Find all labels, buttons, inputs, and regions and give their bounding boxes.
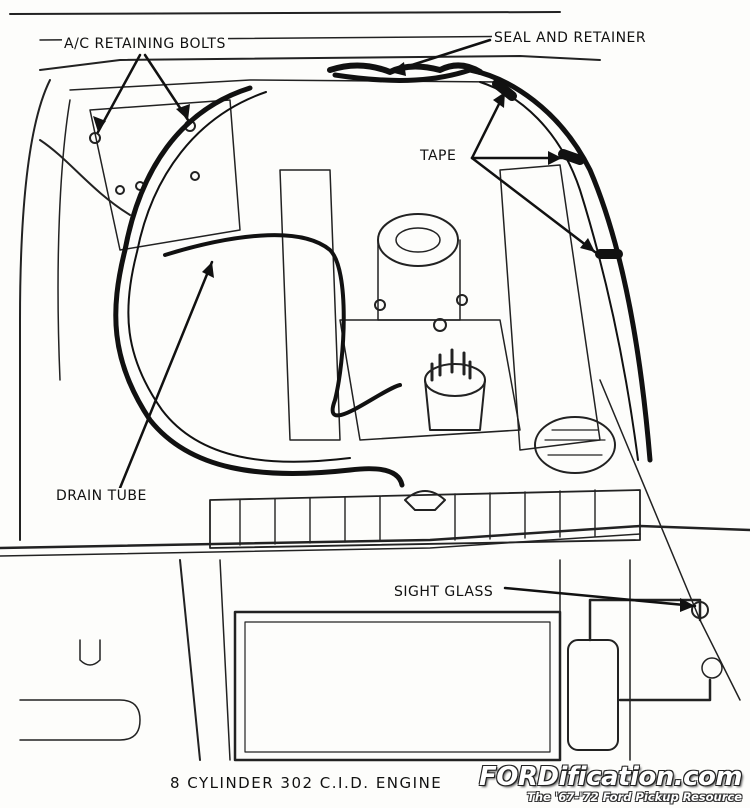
seal-retainer-hose — [332, 67, 653, 463]
front-left-panel — [179, 559, 201, 761]
retaining-bolt-left — [89, 132, 101, 144]
intake-manifold — [339, 319, 521, 441]
label-ac-retaining-bolts: A/C RETAINING BOLTS — [62, 36, 228, 52]
leader-seal — [388, 38, 492, 74]
radiator-support-bottom — [0, 533, 641, 557]
cowl-line — [9, 11, 561, 15]
leader-ac-bolts-left — [96, 53, 142, 134]
left-latch — [79, 639, 101, 666]
carb-bolt — [456, 294, 468, 306]
spark-post — [430, 348, 472, 382]
firewall-top-edge — [39, 55, 601, 71]
arrowhead — [680, 598, 695, 612]
carb-bolt — [433, 318, 447, 332]
tape-wrap — [558, 149, 585, 165]
drain-tube-hose — [163, 233, 402, 418]
distributor-body — [424, 379, 486, 431]
seal-retainer-hose-inner — [479, 81, 639, 461]
label-tape: TAPE — [418, 148, 459, 164]
front-left-edge — [219, 559, 231, 761]
arrowhead — [390, 62, 406, 76]
right-fender-line — [599, 379, 741, 701]
left-handle — [19, 699, 141, 741]
left-fender-panel — [89, 99, 241, 251]
carb-bolt — [374, 299, 386, 311]
alternator — [534, 416, 616, 474]
drier-bracket — [559, 559, 631, 761]
valve-cover-left — [279, 169, 341, 441]
arrowhead — [493, 92, 505, 108]
ac-hose-outer — [113, 85, 405, 488]
sight-glass-fitting — [691, 601, 709, 619]
firewall-inner-edge — [69, 79, 501, 91]
watermark-tagline: The '67-'72 Ford Pickup Resource — [527, 790, 742, 804]
left-fender-outline — [19, 79, 51, 541]
ac-hose-inner — [127, 91, 351, 463]
figure-caption: 8 CYLINDER 302 C.I.D. ENGINE — [170, 774, 443, 792]
label-sight-glass: SIGHT GLASS — [392, 584, 496, 600]
alternator-fins — [544, 429, 606, 456]
watermark-name: FORDification.com — [478, 762, 743, 792]
grille-outline — [233, 610, 562, 762]
arrowhead — [580, 238, 595, 252]
label-seal-and-retainer: SEAL AND RETAINER — [492, 30, 649, 46]
seal-bundle — [327, 62, 483, 75]
arrowhead — [202, 262, 214, 278]
grille-inner — [244, 621, 551, 753]
leader-sight-glass — [503, 586, 697, 608]
radiator-top-tank — [209, 489, 641, 549]
receiver-drier — [567, 639, 619, 751]
carburetor-top — [377, 213, 459, 267]
fitting-nut — [701, 657, 723, 679]
label-drain-tube: DRAIN TUBE — [54, 488, 149, 504]
drier-line-lower — [618, 678, 712, 702]
left-fender-inner — [57, 99, 71, 381]
leader-drain-tube — [118, 260, 214, 490]
radiator-cap — [404, 490, 446, 511]
tape-wrap — [492, 79, 517, 101]
radiator-fins — [239, 489, 596, 546]
mount-bolt — [190, 171, 200, 181]
arrowhead — [176, 104, 190, 120]
radiator-support-top — [0, 524, 750, 550]
leader-tape-3 — [470, 156, 597, 254]
carburetor-throat — [395, 227, 441, 253]
ac-unit-bracket — [39, 139, 131, 216]
arrowhead — [93, 116, 106, 132]
watermark-logo: FORDification.com The '67-'72 Ford Picku… — [478, 762, 743, 804]
drier-line — [588, 598, 702, 642]
distributor-cap — [424, 363, 486, 397]
mount-bolt — [115, 185, 125, 195]
arrowhead — [548, 151, 562, 165]
